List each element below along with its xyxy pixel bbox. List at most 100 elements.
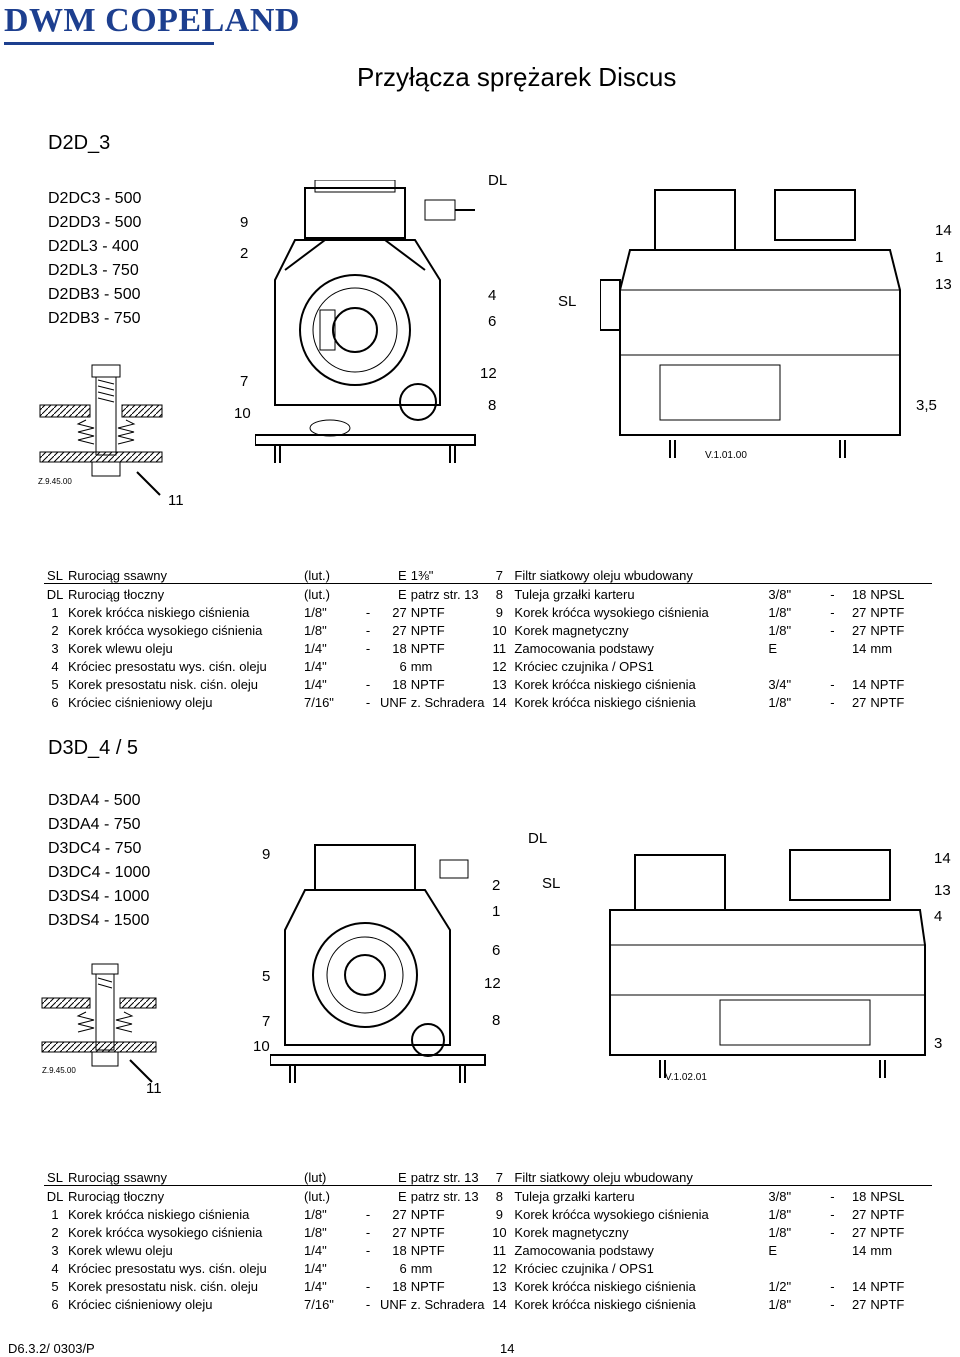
table-cell-dash: - [365, 1297, 371, 1312]
table-cell-desc: Korek króćca niskiego ciśnienia [68, 605, 250, 620]
table-cell-dash2: - [830, 587, 835, 602]
table-cell-num: 5 [51, 677, 59, 692]
section2-model-list: D3DA4 - 500 D3DA4 - 750 D3DC4 - 750 D3DC… [48, 789, 150, 933]
table-cell-unit2: NPSL [870, 587, 905, 602]
compressor-front-view-1 [255, 180, 476, 463]
table-cell-size: 7/16" [304, 695, 334, 710]
model-item: D2DD3 - 500 [48, 214, 142, 231]
table-cell-num: 4 [51, 1261, 59, 1276]
table-cell-dash: - [365, 1207, 371, 1222]
table-cell-num2: 8 [495, 587, 504, 602]
table-cell-size2: 1/8" [768, 695, 792, 710]
table-cell-unit: NPTF [410, 623, 445, 638]
model-item: D2DB3 - 750 [48, 310, 141, 327]
drawing-label: 12 [480, 365, 497, 382]
table-cell-size2: 3/8" [768, 1189, 792, 1204]
table-cell-desc: Króciec presostatu wys. ciśn. oleju [68, 659, 267, 674]
table-cell-val: 27 [392, 623, 407, 638]
mount-code-1: Z.9.45.00 [38, 477, 72, 486]
table-cell-size: 1/8" [304, 1225, 327, 1240]
table-cell-dash [358, 565, 378, 584]
model-item: D3DC4 - 750 [48, 840, 142, 857]
table-cell-desc2: Filtr siatkowy oleju wbudowany [512, 565, 767, 584]
model-item: D3DA4 - 500 [48, 792, 141, 809]
table-cell-dash2: - [830, 623, 835, 638]
table-cell-dash: - [365, 605, 371, 620]
table-cell-desc: Korek wlewu oleju [68, 1243, 173, 1258]
table-cell-desc2: Korek króćca niskiego ciśnienia [514, 1297, 696, 1312]
table-cell-unit: NPTF [410, 1243, 445, 1258]
table-cell-desc2: Korek magnetyczny [514, 1225, 629, 1240]
table-cell-desc: Króciec presostatu wys. ciśn. oleju [68, 1261, 267, 1276]
table-cell-unit2: NPTF [870, 695, 905, 710]
model-item: D3DS4 - 1500 [48, 912, 150, 929]
table-cell-size: 1/4" [304, 641, 327, 656]
table-cell-unit2: NPTF [870, 623, 905, 638]
table-cell-size2 [766, 565, 823, 584]
table-cell-val: 18 [392, 1279, 407, 1294]
table-cell-size: 1/4" [304, 1261, 327, 1276]
table-cell-val2 [842, 1167, 869, 1186]
table-cell-desc2: Tuleja grzałki karteru [514, 1189, 635, 1204]
drawing-label: 12 [484, 975, 501, 992]
table-cell-dash [358, 584, 378, 603]
table-cell-num2: 9 [495, 1207, 504, 1222]
table-cell-unit: NPTF [410, 1207, 445, 1222]
table-cell-dash2: - [830, 1279, 835, 1294]
drawing-label: 1 [935, 249, 944, 266]
leader-line-11 [136, 471, 161, 496]
table-cell-desc: Rurociąg tłoczny [68, 1189, 165, 1204]
table-cell-unit2: NPTF [870, 677, 905, 692]
table-cell-dash2 [822, 1167, 843, 1186]
table-cell-dash2 [822, 565, 843, 584]
table-row: 4 Króciec presostatu wys. ciśn. oleju 1/4"… [44, 1258, 932, 1276]
table-cell-num2: 13 [492, 677, 507, 692]
model-item: D2DB3 - 500 [48, 286, 141, 303]
section1-title: D2D_3 [48, 132, 111, 154]
section1-model-list: D2DC3 - 500 D2DD3 - 500 D2DL3 - 400 D2DL… [48, 187, 141, 331]
table-cell-num: SL [44, 1167, 66, 1186]
table-cell-size2: 1/8" [768, 1207, 792, 1222]
table-cell-unit2: NPTF [870, 1279, 905, 1294]
table-cell-num: 4 [51, 659, 59, 674]
table-cell-dash2 [822, 1258, 842, 1276]
company-logo: DWM COPELAND [4, 2, 300, 39]
table-cell-desc2: Korek króćca wysokiego ciśnienia [514, 605, 709, 620]
table-cell-val2: 27 [851, 605, 867, 620]
table-cell-num: 3 [51, 641, 59, 656]
table-cell-unit: mm [410, 1261, 433, 1276]
drawing-label: 8 [492, 1012, 501, 1029]
drawing-label: 6 [488, 313, 497, 330]
table-cell-unit: mm [410, 659, 433, 674]
table-cell-unit2 [868, 1167, 933, 1186]
table-cell-desc2: Korek króćca niskiego ciśnienia [514, 1279, 696, 1294]
table-cell-num: 1 [51, 605, 59, 620]
drawing-label: 13 [934, 882, 951, 899]
table-cell-size2: E [768, 641, 778, 656]
table-cell-num: DL [46, 587, 64, 602]
table-cell-val2: 27 [851, 1225, 867, 1240]
drawing-label: 10 [253, 1038, 270, 1055]
drawing-label: 3 [934, 1035, 943, 1052]
table-cell-unit2: NPSL [870, 1189, 905, 1204]
table-cell-dash2 [822, 1240, 842, 1258]
table-cell-dash2: - [830, 1297, 835, 1312]
model-item: D2DL3 - 750 [48, 262, 139, 279]
table-cell-size: (lut.) [304, 587, 330, 602]
table-cell-dash2: - [830, 677, 835, 692]
table-cell-size2: 1/8" [768, 1297, 792, 1312]
drawing-label: 11 [146, 1080, 162, 1097]
table-cell-desc: Rurociąg ssawny [66, 565, 302, 584]
section2-title: D3D_4 / 5 [48, 737, 139, 759]
compressor-side-view-1 [600, 189, 901, 458]
table-cell-val2 [842, 565, 869, 584]
table-cell-desc: Króciec ciśnieniowy oleju [68, 1297, 213, 1312]
table-cell-unit2: NPTF [870, 1207, 905, 1222]
drawing-label: 9 [240, 214, 249, 231]
